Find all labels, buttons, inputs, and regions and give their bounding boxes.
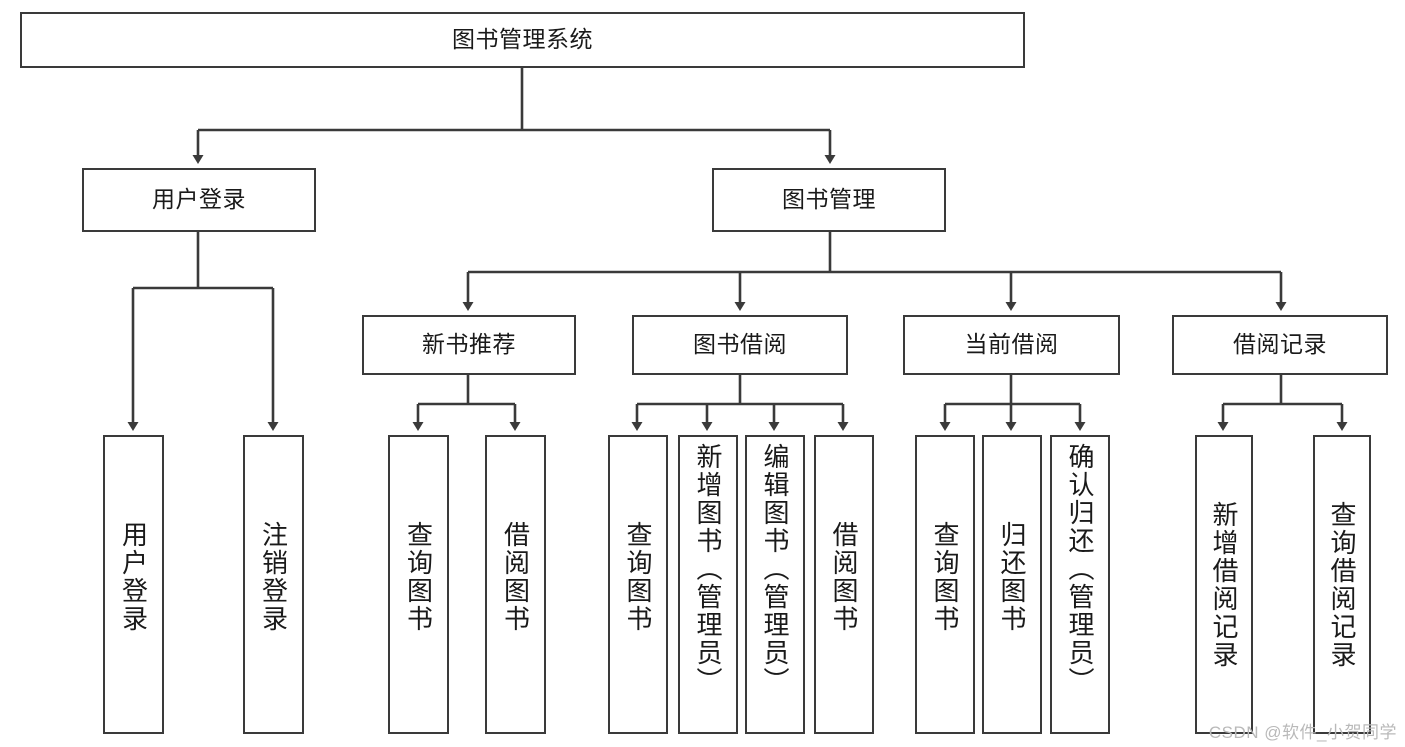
node-label: 借阅图书 (500, 521, 531, 633)
node-label: 归还图书 (997, 521, 1027, 633)
leaf-query-book-borrow[interactable]: 查询图书 (608, 435, 668, 734)
leaf-logout-login[interactable]: 注销登录 (243, 435, 304, 734)
node-label: 借阅记录 (1233, 331, 1327, 358)
leaf-borrow-book-recommend[interactable]: 借阅图书 (485, 435, 546, 734)
node-user-login[interactable]: 用户登录 (82, 168, 316, 232)
node-label: 注销登录 (258, 521, 289, 633)
leaf-return-book[interactable]: 归还图书 (982, 435, 1042, 734)
leaf-add-borrow-record[interactable]: 新增借阅记录 (1195, 435, 1253, 734)
node-label: 用户登录 (118, 521, 149, 633)
node-label: 查询图书 (403, 521, 434, 633)
leaf-add-book-admin[interactable]: 新增图书（管理员） (678, 435, 738, 734)
node-label: 确认归还（管理员） (1065, 443, 1095, 695)
node-root-system[interactable]: 图书管理系统 (20, 12, 1025, 68)
node-label: 图书借阅 (693, 331, 787, 358)
leaf-query-book-recommend[interactable]: 查询图书 (388, 435, 449, 734)
leaf-user-login[interactable]: 用户登录 (103, 435, 164, 734)
leaf-borrow-book[interactable]: 借阅图书 (814, 435, 874, 734)
node-book-borrow[interactable]: 图书借阅 (632, 315, 848, 375)
node-label: 新增图书（管理员） (693, 443, 723, 695)
node-label: 图书管理 (782, 186, 876, 213)
leaf-query-book-current[interactable]: 查询图书 (915, 435, 975, 734)
node-label: 查询借阅记录 (1327, 501, 1357, 669)
node-label: 借阅图书 (829, 521, 859, 633)
node-book-management[interactable]: 图书管理 (712, 168, 946, 232)
node-label: 新书推荐 (422, 331, 516, 358)
node-label: 图书管理系统 (452, 26, 593, 53)
watermark-text: CSDN @软件_小贺同学 (1208, 723, 1397, 742)
leaf-confirm-return-admin[interactable]: 确认归还（管理员） (1050, 435, 1110, 734)
node-borrow-record[interactable]: 借阅记录 (1172, 315, 1388, 375)
node-label: 编辑图书（管理员） (760, 443, 790, 695)
leaf-query-borrow-record[interactable]: 查询借阅记录 (1313, 435, 1371, 734)
node-new-book-recommend[interactable]: 新书推荐 (362, 315, 576, 375)
node-label: 查询图书 (930, 521, 960, 633)
node-label: 当前借阅 (964, 331, 1059, 358)
node-label: 查询图书 (623, 521, 653, 633)
node-label: 用户登录 (152, 186, 246, 213)
node-label: 新增借阅记录 (1209, 501, 1239, 669)
leaf-edit-book-admin[interactable]: 编辑图书（管理员） (745, 435, 805, 734)
node-current-borrow[interactable]: 当前借阅 (903, 315, 1120, 375)
